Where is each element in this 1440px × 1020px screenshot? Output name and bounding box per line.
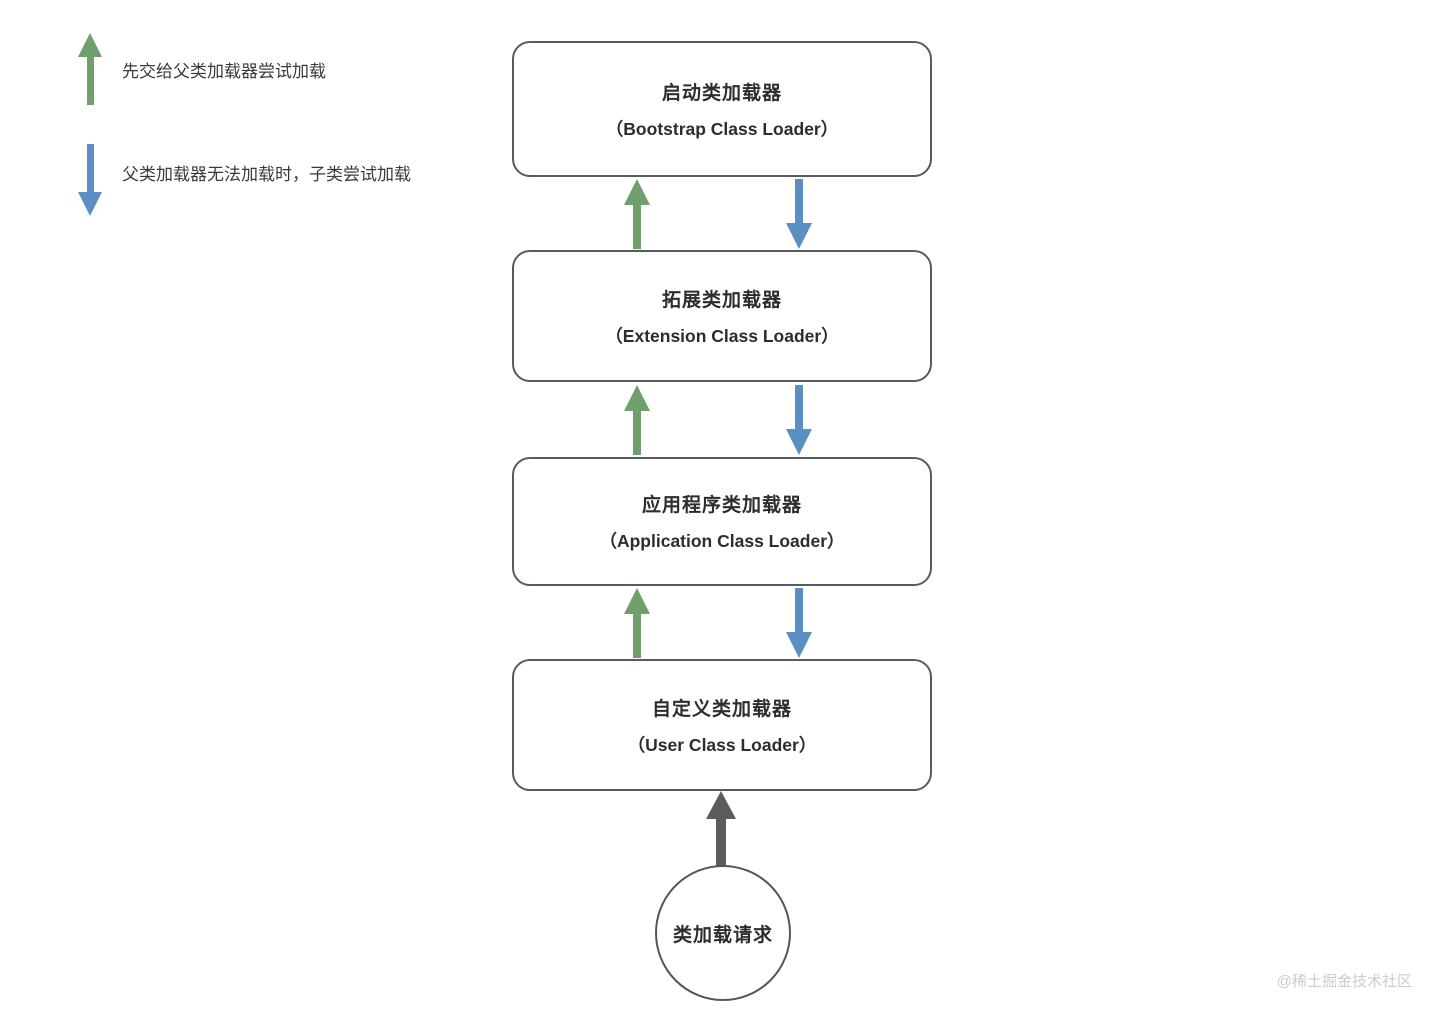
arrow-head [786,429,812,455]
arrow-shaft [633,205,641,249]
arrow-head [78,33,102,57]
node-user-class-loader: 自定义类加载器 （User Class Loader） [512,659,932,791]
fallback-down-arrow-icon [786,385,812,455]
watermark: @稀土掘金技术社区 [1276,973,1412,990]
arrow-head [624,179,650,205]
arrow-shaft [86,144,94,192]
arrow-shaft [633,614,641,658]
legend-down-arrow-icon [78,144,102,216]
fallback-down-arrow-icon [786,588,812,658]
class-load-request-circle: 类加载请求 [655,865,791,1001]
arrow-shaft [795,179,803,223]
arrow-head [786,223,812,249]
arrow-shaft [633,411,641,455]
arrow-shaft [716,819,726,866]
node-bootstrap-class-loader: 启动类加载器 （Bootstrap Class Loader） [512,41,932,177]
arrow-shaft [795,385,803,429]
node-extension-class-loader: 拓展类加载器 （Extension Class Loader） [512,250,932,382]
arrow-shaft [86,57,94,105]
arrow-head [624,588,650,614]
arrow-head [706,791,736,819]
node-application-class-loader: 应用程序类加载器 （Application Class Loader） [512,457,932,586]
arrow-head [624,385,650,411]
node-subtitle: （Bootstrap Class Loader） [605,118,839,139]
delegate-up-arrow-icon [624,588,650,658]
arrow-head [78,192,102,216]
node-subtitle: （User Class Loader） [627,734,817,755]
node-subtitle: （Extension Class Loader） [605,325,839,346]
node-title: 拓展类加载器 [661,289,782,311]
legend-down-label: 父类加载器无法加载时，子类尝试加载 [122,165,411,184]
arrow-shaft [795,588,803,632]
node-title: 自定义类加载器 [651,698,792,720]
node-title: 启动类加载器 [661,82,782,104]
arrow-head [786,632,812,658]
request-label: 类加载请求 [672,924,773,946]
node-title: 应用程序类加载器 [641,495,802,516]
delegate-up-arrow-icon [624,385,650,455]
legend-up-label: 先交给父类加载器尝试加载 [122,62,326,81]
legend-up-arrow-icon [78,33,102,105]
delegate-up-arrow-icon [624,179,650,249]
request-up-arrow-icon [706,791,736,866]
node-subtitle: （Application Class Loader） [599,531,845,551]
fallback-down-arrow-icon [786,179,812,249]
